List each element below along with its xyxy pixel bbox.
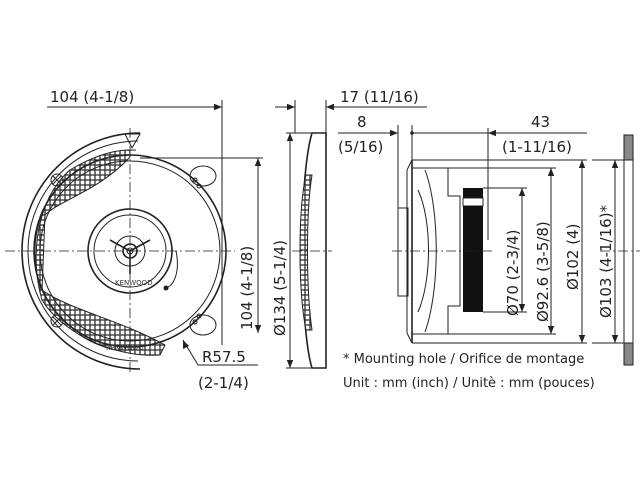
front-view: KENWOOD KENWOOD bbox=[5, 128, 235, 375]
front-width-dimension: 104 (4-1/8) bbox=[50, 88, 134, 106]
flange-dimension-inch: (5/16) bbox=[338, 138, 383, 156]
depth-dimension-inch: (1-11/16) bbox=[502, 138, 572, 156]
outer-flange bbox=[21, 132, 141, 370]
brand-label-grille: KENWOOD bbox=[106, 344, 144, 352]
mounting-hole-dimension: Ø103 (4-1/16)* bbox=[597, 204, 615, 318]
screw-icon-top-left bbox=[50, 173, 64, 187]
terminal-icon-top bbox=[189, 165, 217, 189]
frame-diameter-dimension: Ø92.6 (3-5/8) bbox=[534, 221, 552, 322]
outer-diameter-dimension: Ø134 (5-1/4) bbox=[271, 240, 289, 336]
mounting-hole-note: * Mounting hole / Orifice de montage bbox=[343, 352, 584, 367]
front-height-dimension: 104 (4-1/8) bbox=[238, 246, 256, 330]
screw-icon-bottom-left bbox=[50, 314, 64, 328]
grille-depth-dimension: 17 (11/16) bbox=[340, 88, 419, 106]
grille-side-view bbox=[292, 132, 332, 369]
flange-dimension-mm: 8 bbox=[357, 113, 367, 131]
brand-label-center: KENWOOD bbox=[115, 279, 153, 287]
magnet-diameter-dimension: Ø70 (2-3/4) bbox=[504, 230, 522, 316]
speaker-side-view bbox=[392, 159, 587, 344]
grille-mesh bbox=[35, 149, 166, 356]
radius-dimension-inch: (2-1/4) bbox=[198, 374, 249, 392]
magnet bbox=[463, 206, 483, 312]
units-note: Unit : mm (inch) / Unitè : mm (pouces) bbox=[343, 376, 595, 391]
terminal-icon-bottom bbox=[189, 313, 217, 336]
basket-diameter-dimension: Ø102 (4) bbox=[564, 224, 582, 290]
radius-dimension-mm: R57.5 bbox=[202, 348, 246, 366]
depth-dimension-mm: 43 bbox=[531, 113, 550, 131]
